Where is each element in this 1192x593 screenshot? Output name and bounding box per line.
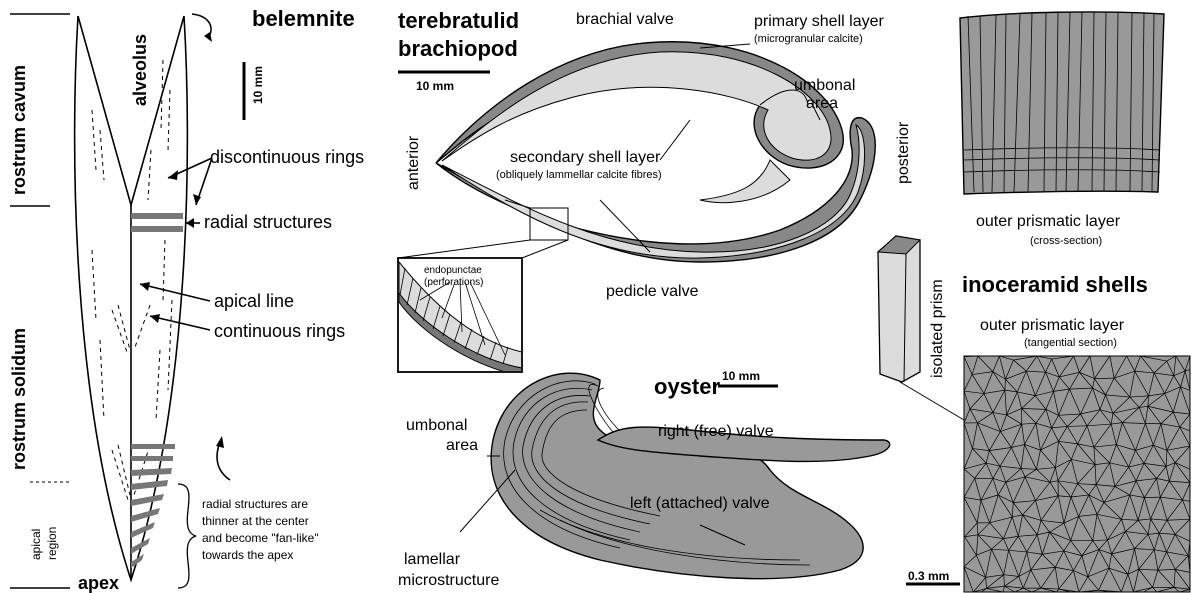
endopunctae-label: endopunctae	[424, 266, 482, 276]
continuous-rings-label: continuous rings	[214, 322, 345, 340]
isolated-prism	[878, 236, 920, 382]
brachiopod-scale-label: 10 mm	[416, 80, 454, 92]
note-line-2: thinner at the center	[202, 515, 309, 527]
belemnite-title: belemnite	[252, 8, 355, 30]
inoceramid-title: inoceramid shells	[962, 274, 1148, 296]
rostrum-cavum-label: rostrum cavum	[10, 65, 28, 195]
oyster-umbonal-1: umbonal	[406, 418, 467, 434]
apical-region-brace	[178, 484, 196, 588]
brachiopod-umbonal-2: area	[806, 96, 838, 112]
isolated-prism-label: isolated prism	[930, 279, 946, 378]
oyster-umbonal-2: area	[446, 438, 478, 454]
apical-region-label-2: region	[46, 527, 58, 560]
oyster-title: oyster	[654, 376, 720, 398]
secondary-layer-label: secondary shell layer	[510, 150, 660, 166]
posterior-label: posterior	[896, 122, 912, 184]
fan-radial-stripes	[131, 444, 175, 568]
rostrum-solidum-label: rostrum solidum	[10, 328, 28, 470]
ring-dashes	[92, 60, 172, 500]
radial-band	[131, 213, 183, 219]
outer-prismatic-tan-label: outer prismatic layer	[980, 318, 1124, 334]
left-attached-valve	[491, 373, 863, 578]
right-valve-label: right (free) valve	[658, 424, 774, 440]
callout-arrows	[140, 158, 212, 330]
apical-region-label-1: apical	[30, 529, 42, 560]
oyster-drawing	[460, 373, 890, 578]
primary-layer-label: primary shell layer	[754, 14, 884, 30]
brachiopod-title-1: terebratulid	[398, 10, 519, 32]
tangential-label: (tangential section)	[1024, 338, 1117, 349]
brachial-valve-label: brachial valve	[576, 12, 674, 28]
outer-prismatic-cs-label: outer prismatic layer	[976, 214, 1120, 230]
note-line-3: and become "fan-like"	[202, 532, 319, 544]
inoceramid-drawing	[878, 12, 1190, 592]
perforations-label: (perforations)	[424, 278, 483, 288]
note-line-4: towards the apex	[202, 549, 293, 561]
apical-line-label: apical line	[214, 292, 294, 310]
note-line-1: radial structures are	[202, 498, 308, 510]
belemnite-scale-label: 10 mm	[252, 66, 264, 104]
brachiopod-umbonal-1: umbonal	[794, 78, 855, 94]
alveolus-label: alveolus	[131, 34, 149, 106]
radial-band	[131, 226, 183, 232]
lamellar-label-1: lamellar	[404, 552, 460, 568]
cross-section-label: (cross-section)	[1030, 236, 1102, 247]
secondary-layer-sub: (obliquely lammellar calcite fibres)	[496, 170, 662, 181]
oyster-scale-label: 10 mm	[722, 370, 760, 382]
discontinuous-rings-label: discontinuous rings	[210, 148, 364, 166]
brachiopod-title-2: brachiopod	[398, 38, 518, 60]
pedicle-valve-label: pedicle valve	[606, 284, 699, 300]
radial-structures-label: radial structures	[204, 213, 332, 231]
lamellar-label-2: microstructure	[398, 573, 499, 589]
left-valve-label: left (attached) valve	[630, 496, 770, 512]
prismatic-cross-section	[960, 12, 1164, 194]
prism-callout	[900, 382, 964, 420]
callout-arrowheads	[140, 170, 201, 323]
anterior-label: anterior	[406, 136, 422, 190]
primary-layer-sub: (microgranular calcite)	[754, 34, 863, 45]
apex-label: apex	[78, 574, 119, 592]
inoceramid-scale-label: 0.3 mm	[908, 570, 949, 582]
